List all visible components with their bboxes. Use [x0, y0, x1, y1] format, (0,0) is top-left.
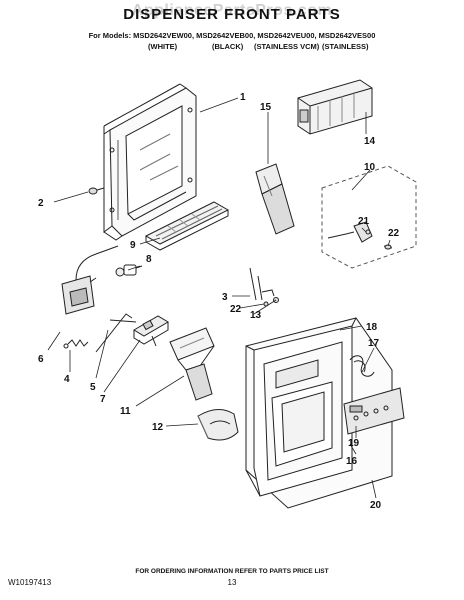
variant-stainless-vcm: (STAINLESS VCM) — [254, 42, 320, 51]
leader-lines — [47, 97, 391, 499]
part-5-wire-spring — [95, 313, 137, 353]
callout-10: 10 — [364, 162, 376, 173]
callout-3: 3 — [222, 292, 228, 303]
callout-8: 8 — [146, 254, 152, 265]
models-line: For Models: MSD2642VEW00, MSD2642VEB00, … — [88, 31, 376, 40]
page-title: DISPENSER FRONT PARTS — [123, 6, 341, 23]
part-14-control-module — [297, 79, 373, 135]
part-7-lever-bracket — [133, 315, 169, 347]
callout-11: 11 — [120, 406, 131, 417]
part-4-spring — [63, 339, 89, 349]
callout-1: 1 — [240, 92, 246, 103]
callout-14: 14 — [364, 136, 376, 147]
callout-15: 15 — [260, 102, 272, 113]
callout-22-right: 22 — [388, 228, 400, 239]
part-20-front-panel — [245, 317, 393, 509]
callout-13: 13 — [250, 310, 262, 321]
callout-19: 19 — [348, 438, 360, 449]
ordering-note: FOR ORDERING INFORMATION REFER TO PARTS … — [135, 568, 329, 575]
callout-22-left: 22 — [230, 304, 242, 315]
watermark: AppliancePartsPros.com — [131, 2, 333, 19]
callout-7: 7 — [100, 394, 106, 405]
part-17-wiring-harness — [349, 355, 375, 377]
part-9-drip-tray — [144, 201, 230, 251]
part-1-housing — [103, 83, 197, 241]
variant-white: (WHITE) — [148, 42, 178, 51]
callout-16: 16 — [346, 456, 358, 467]
callout-12: 12 — [152, 422, 164, 433]
part-11-ice-paddle — [169, 327, 215, 401]
callout-9: 9 — [130, 240, 136, 251]
callout-4: 4 — [64, 374, 70, 385]
part-8-socket — [115, 264, 143, 277]
callout-5: 5 — [90, 382, 96, 393]
variant-stainless: (STAINLESS) — [322, 42, 369, 51]
part-12-ice-chute — [197, 409, 239, 441]
part-15-water-paddle — [255, 163, 295, 235]
document-number: W10197413 — [8, 578, 52, 587]
callout-2: 2 — [38, 198, 44, 209]
callout-17: 17 — [368, 338, 380, 349]
callout-21: 21 — [358, 216, 370, 227]
small-hardware-group — [249, 267, 279, 307]
callout-18: 18 — [366, 322, 378, 333]
callout-labels: 1 2 3 4 5 6 7 8 9 10 11 12 13 14 15 16 1… — [38, 92, 400, 511]
part-19-control-board — [343, 387, 405, 435]
variant-black: (BLACK) — [212, 42, 244, 51]
part-6-switch — [61, 245, 119, 315]
page-number: 13 — [227, 578, 237, 587]
callout-20: 20 — [370, 500, 382, 511]
inset-box-10 — [321, 165, 417, 269]
part-2-screw — [88, 187, 105, 195]
callout-6: 6 — [38, 354, 44, 365]
